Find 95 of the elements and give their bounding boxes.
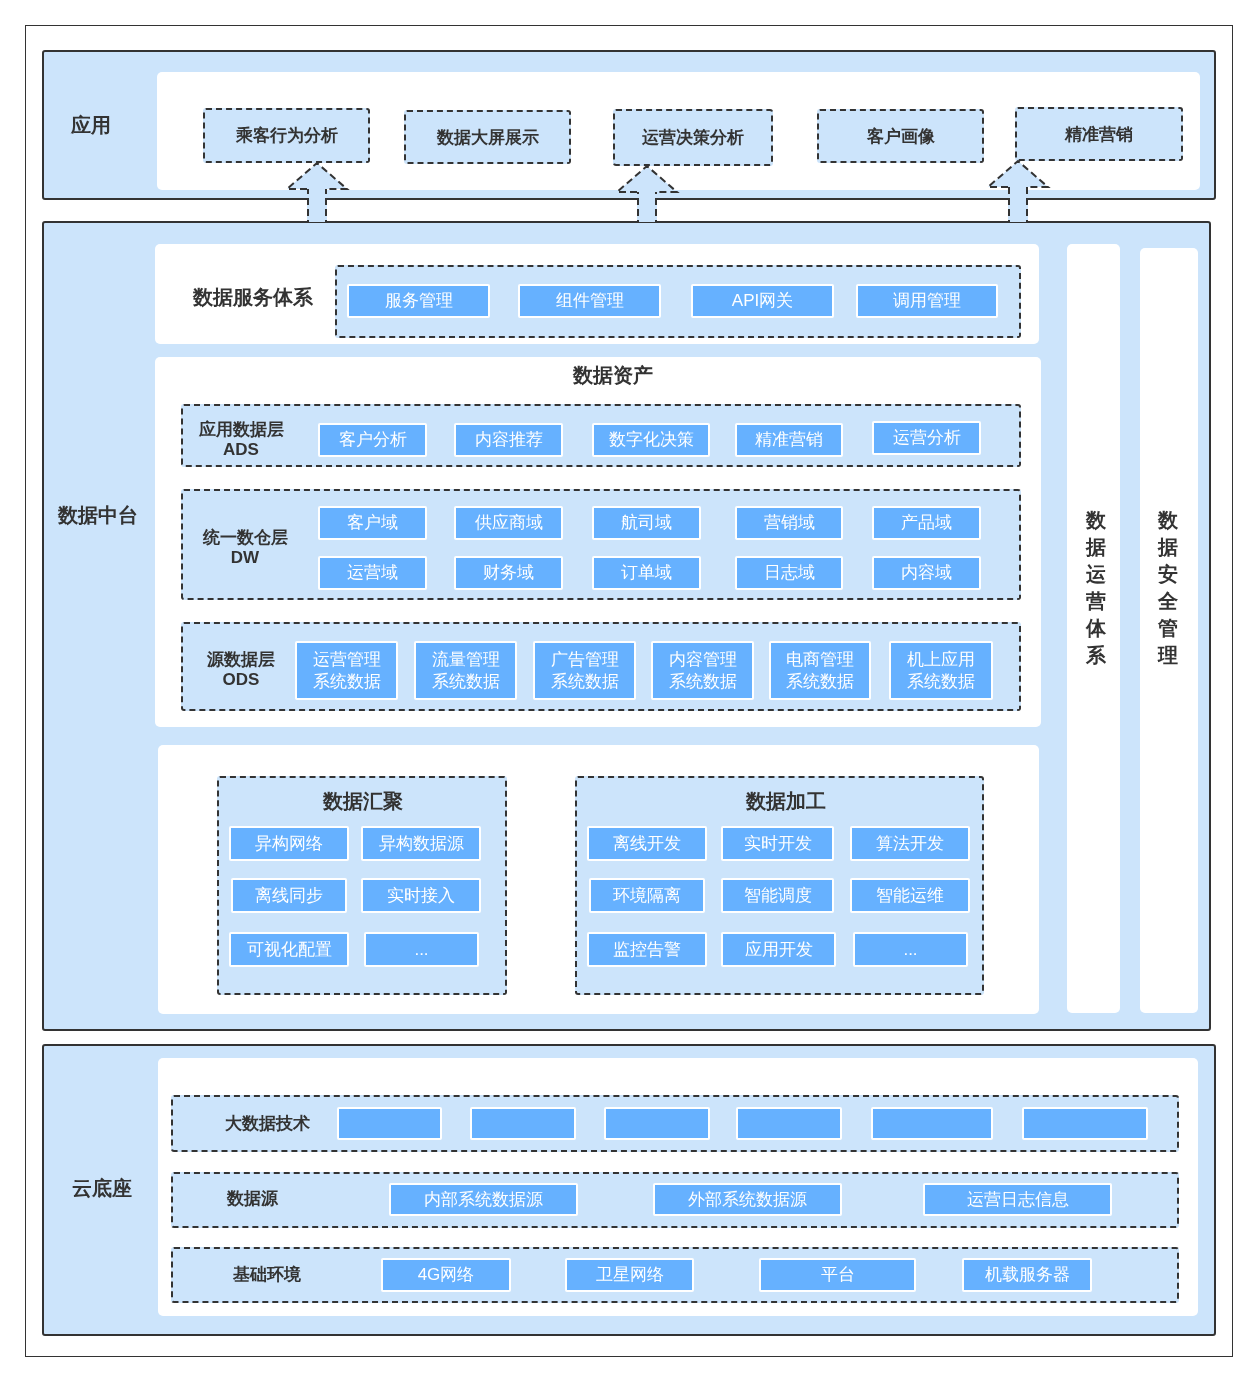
module-tile: 运营日志信息: [923, 1183, 1112, 1216]
section-title: 数据服务体系: [193, 285, 313, 309]
module-tile: 航司域: [592, 506, 701, 540]
dashed-group: [181, 622, 1021, 711]
block-arrow: [616, 165, 678, 222]
module-tile: 调用管理: [856, 284, 998, 318]
side-title: 数据安全管理: [1158, 508, 1178, 668]
module-tile: 算法开发: [850, 826, 970, 861]
module-tile: 客户域: [318, 506, 427, 540]
module-tile: 可视化配置: [229, 932, 349, 967]
dashed-group: [335, 265, 1021, 338]
module-tile: 智能调度: [721, 878, 834, 913]
module-tile: 内容管理系统数据: [651, 641, 754, 700]
module-tile: 外部系统数据源: [653, 1183, 842, 1216]
group-title: 统一数仓层 DW: [201, 527, 289, 569]
module-tile: [337, 1107, 442, 1140]
module-tile: 异构网络: [229, 826, 349, 861]
module-tile: 广告管理系统数据: [533, 641, 636, 700]
module-tile: 应用开发: [721, 932, 836, 967]
dashed-group: [181, 404, 1021, 467]
module-tile: 监控告警: [587, 932, 707, 967]
section-panel: [158, 1058, 1198, 1316]
module-tile: 运营域: [318, 556, 427, 590]
module-tile: 实时开发: [721, 826, 834, 861]
layer-panel: [42, 221, 1211, 1031]
module-tile: 4G网络: [381, 1258, 511, 1292]
module-tile: 内部系统数据源: [389, 1183, 578, 1216]
module-tile: 组件管理: [518, 284, 661, 318]
layer-title: 应用: [71, 113, 111, 137]
module-tile: 卫星网络: [565, 1258, 694, 1292]
group-title: 数据源: [226, 1188, 278, 1210]
app-box: 精准营销: [1015, 107, 1183, 161]
dashed-group: [171, 1247, 1179, 1303]
module-tile: 实时接入: [361, 878, 481, 913]
module-tile: 营销域: [735, 506, 843, 540]
app-box: 乘客行为分析: [203, 108, 370, 163]
module-tile: [871, 1107, 993, 1140]
module-tile: [470, 1107, 576, 1140]
module-tile: [736, 1107, 842, 1140]
group-title: 源数据层 ODS: [206, 649, 276, 691]
app-box: 数据大屏展示: [404, 110, 571, 164]
module-tile: 供应商域: [454, 506, 563, 540]
module-tile: 数字化决策: [592, 423, 710, 457]
side-panel: [1140, 248, 1198, 1013]
section-panel: [158, 745, 1039, 1014]
section-panel: [157, 72, 1200, 190]
module-tile: 机上应用系统数据: [889, 641, 993, 700]
dashed-group: [171, 1172, 1179, 1228]
dashed-group: [217, 776, 507, 995]
module-tile: [1022, 1107, 1148, 1140]
group-title: 数据汇聚: [323, 789, 403, 813]
dashed-group: [171, 1095, 1179, 1152]
module-tile: 财务域: [454, 556, 563, 590]
module-tile: 机载服务器: [962, 1258, 1092, 1292]
dashed-group: [575, 776, 984, 995]
side-title: 数据运营体系: [1086, 508, 1106, 668]
section-panel: [155, 357, 1041, 727]
module-tile: 内容域: [872, 556, 981, 590]
module-tile: 内容推荐: [454, 423, 563, 457]
group-title: 大数据技术: [224, 1113, 310, 1135]
section-panel: [155, 244, 1039, 344]
module-tile: 日志域: [735, 556, 843, 590]
group-title: 应用数据层 ADS: [197, 419, 285, 461]
module-tile: 离线同步: [231, 878, 347, 913]
module-tile: 异构数据源: [361, 826, 481, 861]
layer-title: 云底座: [72, 1176, 132, 1200]
group-title: 数据加工: [746, 789, 826, 813]
module-tile: 环境隔离: [589, 878, 705, 913]
module-tile: 精准营销: [735, 423, 843, 457]
module-tile: 运营管理系统数据: [295, 641, 398, 700]
layer-panel: [42, 1044, 1216, 1336]
module-tile: 流量管理系统数据: [414, 641, 517, 700]
module-tile: 产品域: [872, 506, 981, 540]
layer-panel: [42, 50, 1216, 200]
module-tile: API网关: [691, 284, 834, 318]
side-panel: [1067, 244, 1120, 1013]
module-tile: 离线开发: [587, 826, 707, 861]
module-tile: ...: [853, 932, 968, 967]
module-tile: 客户分析: [318, 423, 427, 457]
module-tile: 服务管理: [347, 284, 490, 318]
dashed-group: [181, 489, 1021, 600]
module-tile: 订单域: [592, 556, 701, 590]
app-box: 运营决策分析: [613, 109, 773, 166]
group-title: 基础环境: [233, 1264, 301, 1286]
module-tile: 电商管理系统数据: [769, 641, 871, 700]
section-title: 数据资产: [573, 363, 653, 387]
module-tile: 智能运维: [850, 878, 970, 913]
block-arrow: [987, 160, 1049, 222]
block-arrow: [286, 162, 348, 222]
module-tile: ...: [364, 932, 479, 967]
app-box: 客户画像: [817, 109, 984, 163]
module-tile: 运营分析: [872, 421, 981, 455]
layer-title: 数据中台: [58, 503, 138, 527]
module-tile: [604, 1107, 710, 1140]
module-tile: 平台: [759, 1258, 916, 1292]
